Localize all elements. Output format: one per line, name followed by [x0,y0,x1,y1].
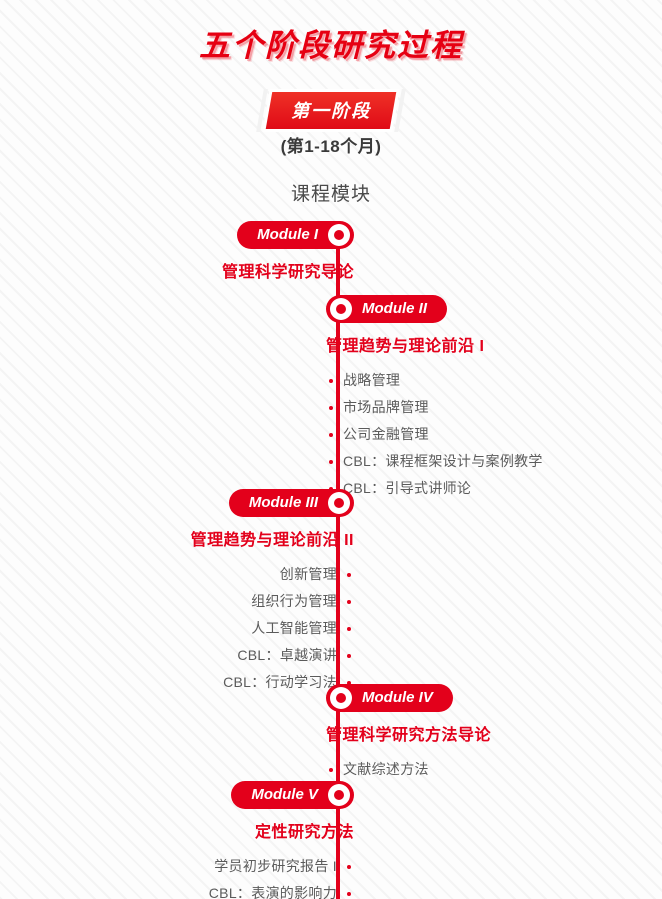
timeline-node-icon-1 [328,224,350,246]
module-pill-label-3: Module III [248,494,318,511]
list-item: 组织行为管理 [24,588,354,615]
module-pill-label-5: Module V [251,786,318,803]
module-item-list-4: 文献综述方法 [326,756,646,783]
module-block-2: Module II 管理趋势与理论前沿 I 战略管理 市场品牌管理 公司金融管理… [326,295,646,502]
module-pill-4[interactable]: Module IV [326,684,453,712]
list-item: CBL：行动学习法 [24,669,354,696]
module-block-1: Module I 管理科学研究导论 [54,221,354,282]
stage-badge: 第一阶段 [265,92,397,129]
module-title-1: 管理科学研究导论 [221,264,354,281]
module-pill-label-4: Module IV [362,689,433,706]
timeline-node-icon-3 [328,492,350,514]
list-item: 战略管理 [326,367,646,394]
module-pill-5[interactable]: Module V [231,781,354,809]
module-pill-label-2: Module II [362,300,427,317]
stage-badge-label: 第一阶段 [291,101,372,121]
page-title: 五个阶段研究过程 [199,28,463,63]
module-pill-label-1: Module I [257,226,318,243]
module-title-3: 管理趋势与理论前沿 II [190,532,354,549]
section-heading: 课程模块 [290,184,371,205]
module-item-list-5: 学员初步研究报告 I CBL：表演的影响力 [24,853,354,899]
list-item: CBL：卓越演讲 [24,642,354,669]
module-pill-2[interactable]: Module II [326,295,447,323]
module-title-4: 管理科学研究方法导论 [326,727,492,744]
module-block-3: Module III 管理趋势与理论前沿 II 创新管理 组织行为管理 人工智能… [24,489,354,696]
module-item-list-3: 创新管理 组织行为管理 人工智能管理 CBL：卓越演讲 CBL：行动学习法 [24,561,354,696]
module-block-4: Module IV 管理科学研究方法导论 文献综述方法 [326,684,646,783]
list-item: CBL：课程框架设计与案例教学 [326,448,646,475]
list-item: 公司金融管理 [326,421,646,448]
list-item: 市场品牌管理 [326,394,646,421]
timeline-node-icon-4 [330,687,352,709]
timeline-node-icon-2 [330,298,352,320]
module-pill-3[interactable]: Module III [228,489,354,517]
module-title-5: 定性研究方法 [254,824,354,841]
timeline-node-icon-5 [328,784,350,806]
list-item: CBL：引导式讲师论 [326,475,646,502]
stage-badge-container: 第一阶段 [0,92,662,129]
page-title-container: 五个阶段研究过程 [0,20,662,65]
list-item: 人工智能管理 [24,615,354,642]
list-item: 学员初步研究报告 I [24,853,354,880]
module-pill-1[interactable]: Module I [237,221,354,249]
stage-duration-label: (第1-18个月) [280,137,382,156]
timeline-spine [336,236,340,899]
module-title-2: 管理趋势与理论前沿 I [326,338,485,355]
list-item: 创新管理 [24,561,354,588]
list-item: CBL：表演的影响力 [24,880,354,899]
list-item: 文献综述方法 [326,756,646,783]
module-item-list-2: 战略管理 市场品牌管理 公司金融管理 CBL：课程框架设计与案例教学 CBL：引… [326,367,646,502]
module-block-5: Module V 定性研究方法 学员初步研究报告 I CBL：表演的影响力 [24,781,354,899]
